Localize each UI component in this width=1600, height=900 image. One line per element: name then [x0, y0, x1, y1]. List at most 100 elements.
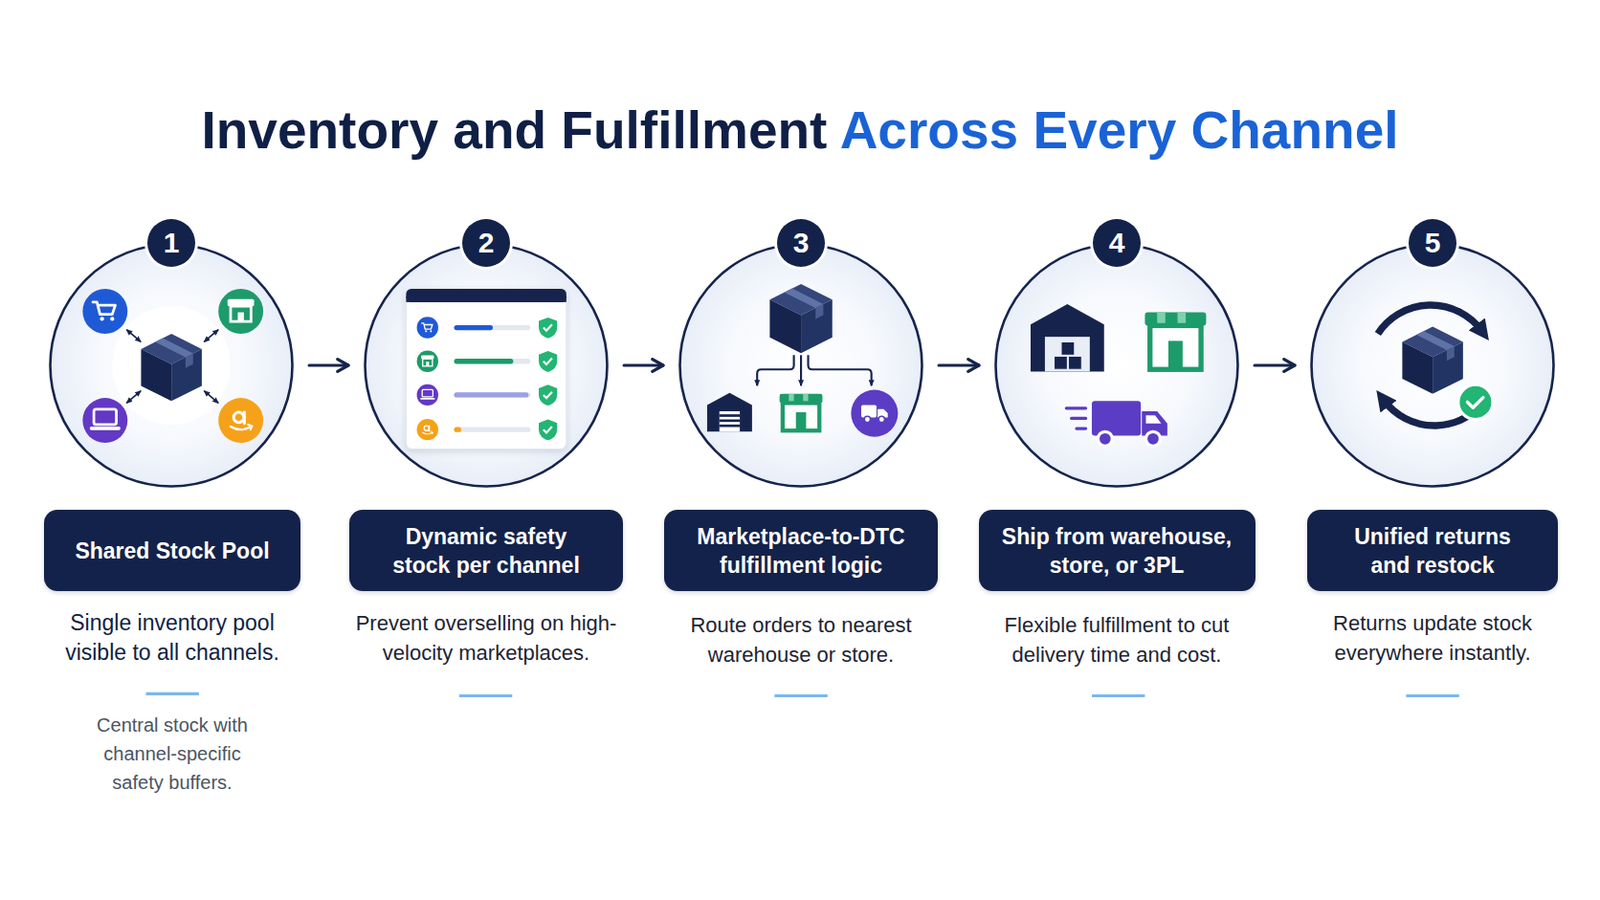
divider-lines-part: [1091, 694, 1145, 698]
safety-stock-dashboard-part: [454, 358, 532, 364]
fulfillment-sources-illustration-part: [1030, 304, 1105, 372]
returns-loop-illustration-part: [1466, 398, 1484, 409]
safety-stock-dashboard-part: [538, 420, 557, 442]
routing-illustration-part: [800, 355, 802, 386]
routing-illustration-part: [769, 284, 832, 354]
safety-stock-dashboard-part: [421, 355, 434, 367]
step-title-box: Dynamic safety stock per channel: [349, 510, 623, 592]
circle-shape: [1311, 244, 1555, 488]
safety-stock-dashboard-part: [454, 325, 494, 331]
divider-lines-part: [1405, 694, 1459, 698]
divider-lines-part: [774, 694, 827, 698]
safety-stock-dashboard-part: [417, 316, 439, 338]
routing-illustration-part: [808, 355, 872, 386]
routing-illustration-part: [719, 411, 740, 432]
step-description: Prevent overselling on high-velocity mar…: [342, 608, 630, 668]
safety-stock-dashboard-part: [538, 351, 557, 373]
shared-pool-illustration-part: [89, 409, 121, 431]
shared-pool-illustration-part: [82, 398, 128, 444]
step-title-box: Ship from warehouse, store, or 3PL: [978, 510, 1256, 592]
step-title-box: Shared Stock Pool: [44, 510, 301, 592]
circle-outline: [1310, 243, 1556, 489]
shared-pool-illustration: [82, 288, 264, 444]
step-circle: 5: [1310, 243, 1556, 489]
circle-outline: [994, 243, 1240, 489]
flow-arrow: [623, 364, 664, 368]
fulfillment-sources-illustration-part: [1141, 411, 1168, 437]
step-description: Route orders to nearest warehouse or sto…: [657, 610, 945, 670]
title-wrap: Inventory and Fulfillment Across Every C…: [0, 99, 1600, 161]
fulfillment-sources-illustration-part: [1076, 427, 1087, 431]
step-description: Returns update stock everywhere instantl…: [1288, 608, 1577, 668]
step-title: Dynamic safety stock per channel: [385, 522, 587, 580]
step-description: Flexible fulfillment to cut delivery tim…: [973, 610, 1261, 670]
shared-pool-illustration-part: [203, 391, 219, 404]
fulfillment-sources-illustration-part: [1177, 312, 1187, 327]
fulfillment-sources-illustration: [1030, 304, 1206, 446]
routing-illustration-part: [779, 394, 823, 404]
circle-shape: [996, 244, 1239, 488]
shared-pool-illustration-part: [227, 299, 255, 322]
fulfillment-sources-illustration-part: [1144, 312, 1206, 327]
routing-illustration-part: [719, 414, 740, 418]
fulfillment-sources-illustration-part: [1156, 312, 1166, 327]
safety-stock-dashboard-part: [543, 358, 553, 365]
fulfillment-sources-illustration-part: [1061, 341, 1075, 356]
safety-stock-dashboard-part: [538, 317, 557, 339]
step-title-box: Unified returns and restock: [1307, 510, 1558, 592]
safety-stock-dashboard-part: [543, 324, 553, 331]
returns-loop-illustration-part: [1383, 397, 1488, 426]
safety-stock-dashboard-part: [454, 358, 514, 364]
shared-pool-illustration-part: [203, 330, 219, 343]
safety-stock-dashboard-part: [420, 389, 435, 400]
flow-arrow: [1254, 364, 1295, 368]
step-title: Marketplace-to-DTC fulfillment logic: [675, 522, 927, 580]
shared-pool-illustration-part: [111, 306, 231, 425]
safety-stock-dashboard-part: [454, 427, 532, 433]
safety-stock-dashboard-part: [417, 351, 439, 373]
shared-pool-illustration-part: [218, 288, 264, 334]
divider-lines-part: [145, 692, 199, 696]
fulfillment-sources-illustration-part: [1071, 417, 1087, 421]
safety-stock-dashboard-part: [405, 288, 566, 449]
safety-stock-dashboard-part: [422, 323, 433, 333]
flow-arrow: [938, 364, 979, 368]
fulfillment-sources-illustration-part: [1091, 400, 1141, 436]
fulfillment-sources-illustration-part: [1168, 340, 1183, 370]
step-circle: 3: [678, 243, 924, 489]
returns-loop-illustration-part: [1377, 305, 1482, 334]
flow-arrow: [309, 364, 349, 368]
fulfillment-sources-illustration-part: [1150, 325, 1201, 370]
routing-illustration-part: [861, 405, 889, 423]
circle-shape: [680, 244, 923, 488]
safety-stock-dashboard-part: [454, 392, 530, 398]
step-number: 1: [147, 219, 196, 267]
fulfillment-sources-illustration-part: [1044, 336, 1090, 372]
routing-illustration: [707, 284, 898, 438]
routing-illustration-part: [707, 393, 753, 433]
routing-illustration-part: [782, 402, 820, 431]
fulfillment-sources-illustration-part: [1145, 415, 1161, 424]
routing-illustration-part: [850, 390, 898, 438]
step-note: Central stock with channel-specific safe…: [85, 711, 260, 798]
fulfillment-sources-illustration-part: [1054, 355, 1068, 370]
circle-outline: [363, 243, 609, 489]
safety-stock-dashboard-part: [405, 288, 566, 303]
routing-illustration-part: [719, 420, 740, 423]
step-circle: 2: [363, 243, 609, 489]
safety-stock-dashboard-part: [417, 419, 439, 441]
safety-stock-dashboard-part: [543, 392, 553, 399]
safety-stock-dashboard-part: [454, 427, 462, 433]
divider-lines-part: [459, 694, 512, 698]
shared-pool-illustration-part: [82, 288, 128, 334]
safety-stock-dashboard-part: [543, 426, 553, 433]
step-number: 5: [1408, 219, 1457, 267]
step-number: 4: [1092, 219, 1141, 267]
shared-pool-illustration-part: [140, 333, 201, 401]
returns-loop-illustration-part: [1401, 327, 1463, 395]
safety-stock-dashboard-part: [454, 325, 532, 331]
circle-outline: [48, 243, 294, 489]
fulfillment-sources-illustration-part: [1097, 431, 1112, 446]
step-number: 2: [462, 219, 511, 267]
